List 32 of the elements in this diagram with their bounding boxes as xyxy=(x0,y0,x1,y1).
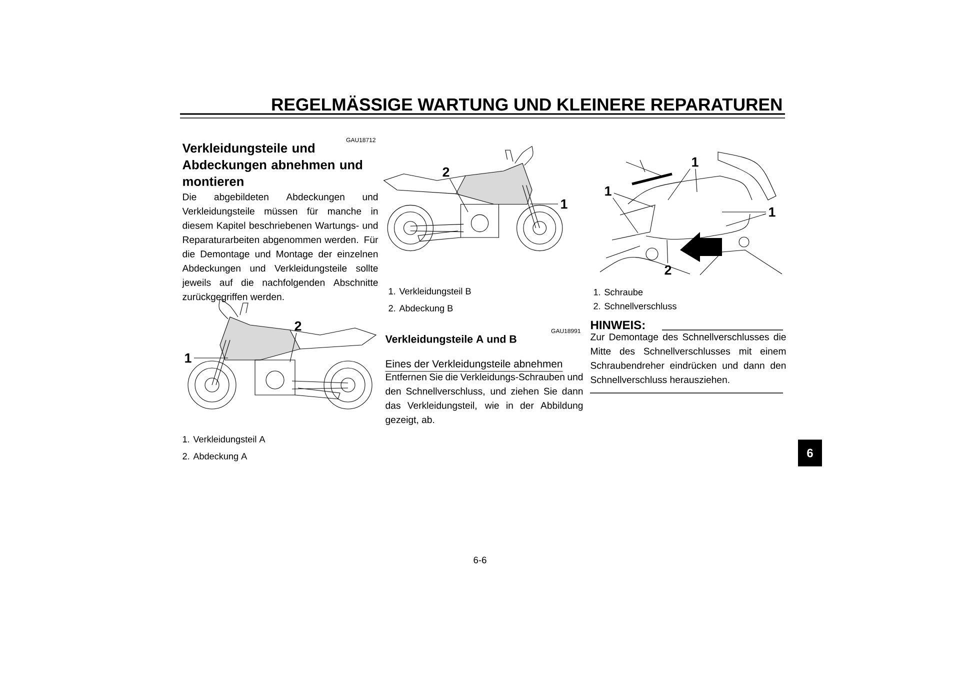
callout-number: 1 xyxy=(692,157,698,167)
underlined-heading: Eines der Verkleidungsteile abnehmen xyxy=(385,360,564,372)
leader-line xyxy=(695,168,698,192)
page-header: REGELMÄSSIGE WARTUNG UND KLEINERE REPARATUREN xyxy=(272,96,782,111)
callout-number: 1 xyxy=(769,207,776,217)
leader-line xyxy=(450,178,468,212)
leader-line xyxy=(668,168,690,200)
figure-caption: 1. Verkleidungsteil B xyxy=(388,288,471,296)
figure-caption: 2. Schnellverschluss xyxy=(594,302,676,310)
leader-line xyxy=(726,214,766,226)
leader-line xyxy=(290,332,297,362)
figure-caption: 1. Schraube xyxy=(594,288,643,296)
callout-number: 1 xyxy=(561,199,568,209)
figure-caption: 2. Abdeckung B xyxy=(388,304,453,314)
note-heading: HINWEIS: xyxy=(591,320,644,330)
callout-number: 1 xyxy=(185,353,192,363)
paragraph: Die abgebildeten Abdeckungen und Verkleidungsteile müssen für manche in diesem Kapitel beschriebenen Wartungs- und Reparaturarbeiten abgenommen werden. Für die Demontage und Montage der einzelnen Abdeckungen und Verkleidungsteile sollte jeweils auf die nachfolgenden Abschnitte zurückgegriffen werden. xyxy=(182,193,378,302)
paragraph: Entfernen Sie die Verkleidungs-Schrauben und den Schnellverschluss, und ziehen Sie dann das Verkleidungsteil, wie in der Abbildung gezeigt, ab. xyxy=(386,373,583,425)
callout-number: 2 xyxy=(664,265,672,275)
leader-line xyxy=(614,192,654,208)
callout-number: 2 xyxy=(294,321,302,331)
figure-caption: 2. Abdeckung A xyxy=(182,452,248,462)
subheading: Verkleidungsteile A und B xyxy=(385,335,516,345)
figure-caption: 1. Verkleidungsteil A xyxy=(182,436,266,444)
callout-number: 2 xyxy=(442,167,450,177)
page-number: 6-6 xyxy=(474,556,486,564)
chapter-tab: 6 xyxy=(798,440,822,466)
section-heading: Verkleidungsteile und Abdeckungen abnehmen und montieren xyxy=(182,143,362,186)
note-text: Zur Demontage des Schnellverschlusses die Mitte des Schnellverschlusses mit einem Schraubendreher eindrücken und dann den Schnellverschluss herausziehen. xyxy=(590,333,786,384)
leader-line xyxy=(666,240,668,264)
leader-line xyxy=(612,198,638,234)
callout-number: 1 xyxy=(605,186,612,196)
